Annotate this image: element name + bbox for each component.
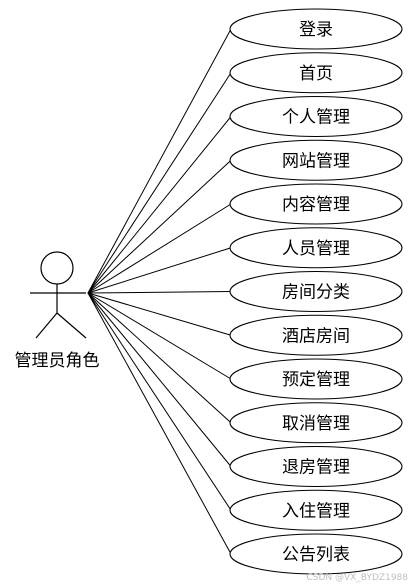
use-case-ellipse [229,52,403,94]
use-case-ellipse [229,533,403,575]
use-case: 人员管理 [229,227,403,269]
use-case-ellipse [229,402,403,444]
use-case-ellipse [229,314,403,356]
association-line [87,291,232,294]
use-case: 首页 [229,52,403,94]
association-line [87,292,232,336]
actor-left-leg [35,312,58,339]
use-case: 内容管理 [229,183,403,225]
actor-head [40,251,74,285]
actor-label: 管理员角色 [15,351,100,370]
association-line [87,203,232,294]
use-case: 取消管理 [229,402,403,444]
use-case-ellipse [229,227,403,269]
use-case-ellipse [229,489,403,531]
use-case: 个人管理 [229,95,403,138]
use-case-label: 退房管理 [282,458,350,477]
use-case-label: 入住管理 [282,501,350,520]
association-line [87,247,232,294]
association-line [87,72,232,294]
use-case: 预定管理 [229,358,403,400]
use-case-label: 酒店房间 [282,326,350,345]
use-case: 登录 [229,8,403,50]
actor-figure: 管理员角色 [15,251,100,370]
use-case: 酒店房间 [229,314,403,356]
use-case-ellipse [229,183,403,225]
use-case-label: 内容管理 [282,195,350,214]
association-line [87,28,232,294]
use-case-label: 房间分类 [282,283,350,302]
association-line [87,292,232,555]
watermark: CSDN @VX_BYDZ1988 [306,573,408,583]
use-case-label: 公告列表 [282,545,350,564]
association-line [87,292,232,424]
use-case-label: 登录 [299,20,333,39]
association-line [87,159,232,294]
use-case: 入住管理 [229,489,403,531]
actor-right-leg [56,312,87,339]
use-case-label: 人员管理 [282,239,350,258]
association-lines [87,28,232,555]
use-case: 网站管理 [229,139,403,181]
use-case: 房间分类 [229,270,403,313]
use-case-ellipse [229,445,403,488]
association-line [87,292,232,511]
use-case-label: 网站管理 [282,151,350,170]
use-case: 退房管理 [229,445,403,488]
use-case-ellipse [229,270,403,313]
use-case-ellipse [229,95,403,138]
use-case-label: 取消管理 [282,414,350,433]
association-line [87,292,232,380]
use-case: 公告列表 [229,533,403,575]
use-case-label: 预定管理 [282,370,350,389]
use-case-ellipse [229,139,403,181]
use-case-ellipse [229,8,403,50]
use-case-label: 个人管理 [282,108,350,127]
association-line [87,292,232,467]
association-line [87,116,232,294]
use-case-label: 首页 [299,64,333,83]
use-case-list: 登录首页个人管理网站管理内容管理人员管理房间分类酒店房间预定管理取消管理退房管理… [229,8,403,575]
use-case-ellipse [229,358,403,400]
